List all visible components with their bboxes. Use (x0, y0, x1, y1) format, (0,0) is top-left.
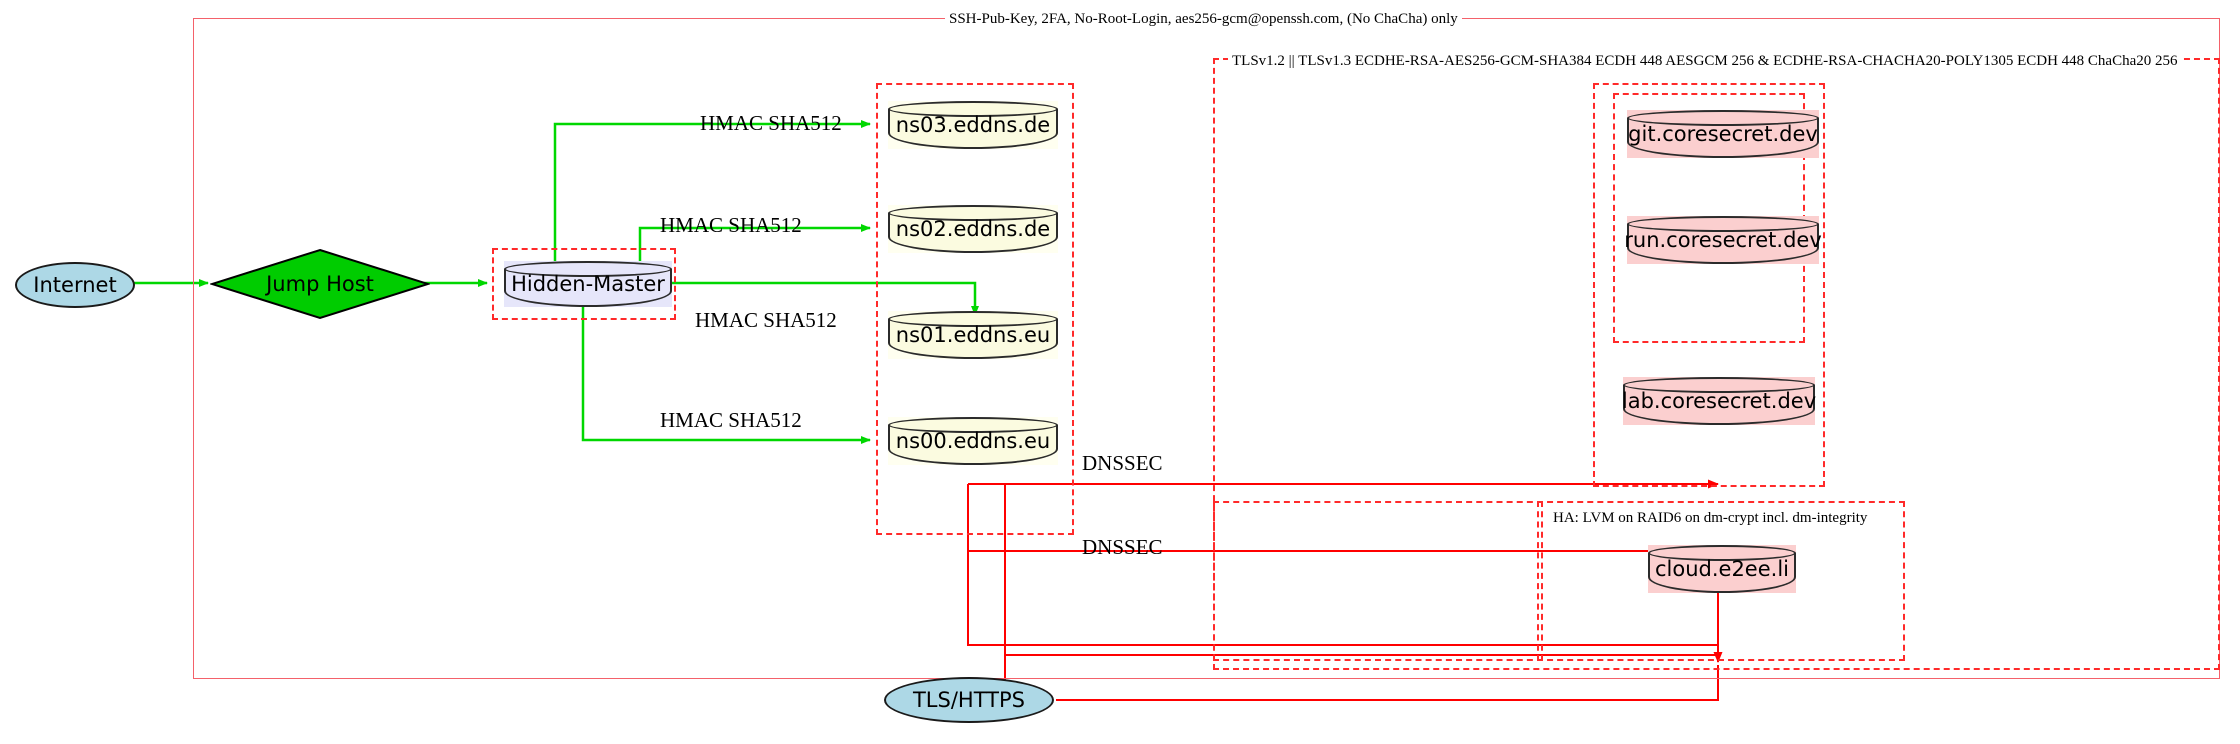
cylinder-top (1627, 110, 1819, 126)
cluster-tls-label: TLSv1.2 || TLSv1.3 ECDHE-RSA-AES256-GCM-… (1228, 53, 2182, 70)
node-run-coresecret[interactable]: run.coresecret.dev (1624, 216, 1822, 264)
node-hidden-master[interactable]: Hidden-Master (504, 261, 672, 307)
node-ns02[interactable]: ns02.eddns.de (888, 205, 1058, 253)
node-git-coresecret[interactable]: git.coresecret.dev (1627, 110, 1819, 158)
node-internet-label: Internet (33, 273, 117, 297)
cluster-dns-outline (876, 83, 1074, 535)
cylinder-body (888, 425, 1058, 465)
node-ns00[interactable]: ns00.eddns.eu (888, 417, 1058, 465)
cluster-ha-outline (1537, 501, 1905, 661)
cylinder-top (888, 417, 1058, 433)
node-tls-https[interactable]: TLS/HTTPS (884, 677, 1054, 723)
node-tls-https-label: TLS/HTTPS (912, 688, 1025, 712)
cluster-ha-label: HA: LVM on RAID6 on dm-crypt incl. dm-in… (1549, 510, 1872, 527)
edge-label-hmac-ns00: HMAC SHA512 (660, 408, 802, 432)
cylinder-top (888, 101, 1058, 117)
edge-label-hmac-ns03: HMAC SHA512 (700, 111, 842, 135)
node-ns01[interactable]: ns01.eddns.eu (888, 311, 1058, 359)
node-ns03[interactable]: ns03.eddns.de (888, 101, 1058, 149)
node-jump-host[interactable]: Jump Host (210, 248, 430, 320)
edge-label-dnssec-1: DNSSEC (1082, 451, 1163, 475)
cylinder-top (1627, 216, 1819, 232)
cylinder-top (1623, 377, 1815, 393)
edge-label-hmac-ns02: HMAC SHA512 (660, 213, 802, 237)
cylinder-top (504, 261, 672, 277)
node-internet[interactable]: Internet (15, 262, 135, 308)
edge-label-hmac-ns01: HMAC SHA512 (695, 308, 837, 332)
cluster-ssh-label: SSH-Pub-Key, 2FA, No-Root-Login, aes256-… (945, 11, 1462, 28)
edge-label-dnssec-2: DNSSEC (1082, 535, 1163, 559)
cluster-coresecret-outline (1593, 83, 1825, 487)
node-lab-coresecret[interactable]: lab.coresecret.dev (1622, 377, 1816, 425)
node-cloud-e2ee[interactable]: cloud.e2ee.li (1648, 545, 1796, 593)
cluster-hidden-master-outline (492, 248, 676, 320)
cluster-dnssec-region-outline (1213, 501, 1543, 661)
jump-host-diamond-icon (210, 248, 430, 320)
cylinder-top (1648, 545, 1796, 561)
cylinder-top (888, 205, 1058, 221)
cylinder-top (888, 311, 1058, 327)
